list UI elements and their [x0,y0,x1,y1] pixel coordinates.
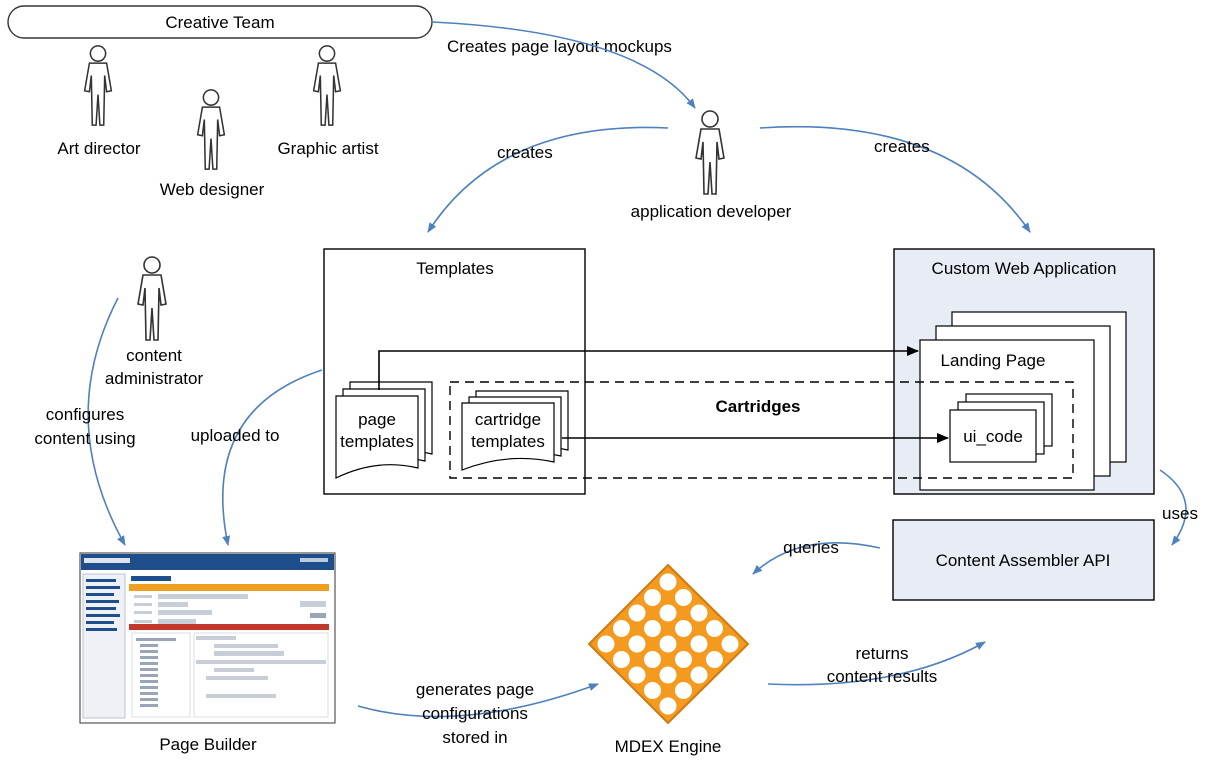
uploaded-to-arrow [221,369,323,546]
creates-right-label: creates [874,137,930,156]
creative-team-title: Creative Team [165,13,274,32]
mdex-dot-grid [597,573,739,715]
web-designer-person-icon [196,89,226,170]
page-builder-header-bar [81,554,334,570]
developer-person-icon [695,110,725,195]
creative-team-group: Creative Team Art director Web designer … [7,5,433,199]
content-admin-person-icon [137,256,167,341]
mdex-dot [613,651,630,668]
mdex-engine-icon [587,563,750,725]
mdex-dot [597,635,615,653]
returns-label-line2: content results [827,667,938,686]
mdex-dot [721,635,739,653]
ui-code-label: ui_code [963,427,1023,446]
graphic-artist-label: Graphic artist [277,139,378,158]
uses-arrow [1159,469,1187,546]
returns-arrow [767,641,986,686]
returns-label-line1: returns [856,644,909,663]
templates-box: Templates page templates cartridge templ… [323,248,586,495]
mdex-engine-label: MDEX Engine [615,737,722,756]
mdex-dot [644,682,661,699]
page-builder-sidebar [82,573,126,719]
mdex-dot [659,697,677,715]
queries-label: queries [783,538,839,557]
templates-title: Templates [416,259,493,278]
creates-left-arrow [427,126,669,233]
cartridge-templates-label-line1: cartridge [475,410,541,429]
mdex-dot [644,620,661,637]
page-templates-document-icon [335,381,433,479]
cartridge-templates-document-icon [461,390,569,471]
generates-label-line1: generates page [416,680,534,699]
generates-label-line3: stored in [442,728,507,747]
content-assembler-label: Content Assembler API [936,551,1111,570]
creates-left-label: creates [497,143,553,162]
queries-arrow [752,542,881,575]
configures-label-line2: content using [34,429,135,448]
art-director-label: Art director [57,139,140,158]
mdex-dot [690,604,708,622]
custom-web-app-title: Custom Web Application [932,259,1117,278]
ui-code-box [949,409,1037,463]
page-to-landing-connector [378,346,919,390]
mdex-dot [644,651,661,668]
page-templates-label-line1: page [358,410,396,429]
mdex-dot [659,666,677,684]
mdex-dot [613,620,630,637]
mdex-dot [706,620,723,637]
content-assembler-box [892,519,1155,601]
graphic-artist-person-icon [312,45,342,126]
web-designer-label: Web designer [160,180,265,199]
page-builder-orange-bar [129,584,329,591]
mdex-dot [675,589,692,606]
content-admin-label-line1: content [126,346,182,365]
uploaded-to-label: uploaded to [191,426,280,445]
page-builder-screenshot [79,552,336,724]
mdex-dot [675,651,692,668]
mdex-dot [659,635,677,653]
page-builder-label: Page Builder [159,735,257,754]
mdex-dot [690,635,708,653]
mdex-dot [675,682,692,699]
mdex-dot [659,604,677,622]
mdex-dot [644,589,661,606]
configures-label-line1: configures [46,405,124,424]
art-director-person-icon [83,45,113,126]
mdex-dot [706,651,723,668]
mockups-label: Creates page layout mockups [447,37,672,56]
generates-arrow [357,683,599,718]
cartridge-templates-label-line2: templates [471,432,545,451]
page-templates-label-line2: templates [340,432,414,451]
developer-label: application developer [631,202,792,221]
mdex-dot [628,635,646,653]
custom-web-app-box: Custom Web Application Landing Page ui_c… [893,248,1155,495]
mdex-dot [659,573,677,591]
creates-right-arrow [759,125,1031,233]
uses-label: uses [1162,504,1198,523]
configures-arrow [87,297,126,546]
mdex-dot [690,666,708,684]
mdex-dot [628,604,646,622]
cartridges-label: Cartridges [715,397,800,416]
generates-label-line2: configurations [422,704,528,723]
mockups-arrow [431,21,696,109]
content-admin-label-line2: administrator [105,369,204,388]
landing-page-label: Landing Page [941,351,1046,370]
mdex-dot [675,620,692,637]
mdex-dot [628,666,646,684]
